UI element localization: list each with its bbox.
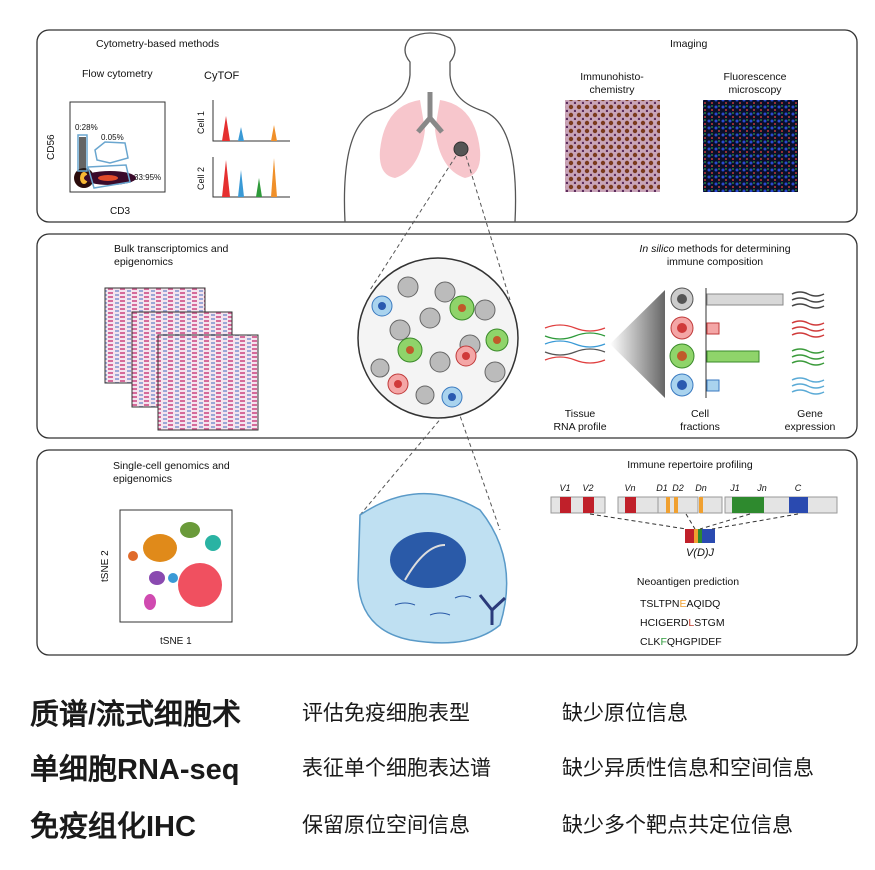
cytometry-title: Cytometry-based methods (96, 38, 219, 50)
flow-ylabel: CD56 (46, 134, 57, 160)
vdj-label: V(D)J (686, 547, 715, 559)
gate-label: 33:95% (134, 173, 161, 182)
cell-fraction-bars (706, 293, 784, 392)
peptide-list: TSLTPNEAQIDQ HCIGERDLSTGM CLKFQHGPIDEF (640, 598, 725, 648)
summary-con: 缺少多个靶点共定位信息 (562, 814, 793, 837)
insilico-title: In silico methods for determining (639, 243, 790, 255)
gene-expression-label: Gene (797, 408, 823, 420)
gene-expression-lines (791, 291, 825, 395)
ihc-label: chemistry (590, 84, 636, 96)
cell2-label: Cell 2 (196, 167, 206, 190)
summary-con: 缺少原位信息 (562, 702, 688, 725)
summary-method: 免疫组化IHC (30, 811, 196, 843)
segment-label: Vn (624, 483, 635, 493)
fluor-label: microscopy (728, 84, 782, 96)
tsne-xlabel: tSNE 1 (160, 636, 192, 647)
zoom-lines (359, 155, 511, 531)
summary-method: 质谱/流式细胞术 (30, 699, 242, 731)
cytof-title: CyTOF (204, 70, 240, 82)
gate-label: 0.05% (101, 133, 124, 142)
bulk-title: Bulk transcriptomics and (114, 243, 229, 255)
segment-label: D2 (672, 483, 684, 493)
fraction-bar (706, 350, 760, 363)
cell-fraction-icons (669, 287, 707, 398)
segment-label: Dn (695, 483, 707, 493)
summary-row: 免疫组化IHC 保留原位空间信息 缺少多个靶点共定位信息 (0, 797, 875, 847)
segment-label: V1 (559, 483, 570, 493)
cell1-label: Cell 1 (196, 111, 206, 134)
fraction-bar (706, 293, 784, 306)
summary-pro: 表征单个细胞表达谱 (302, 757, 491, 780)
segment-label: Jn (756, 483, 767, 493)
imaging-title: Imaging (670, 38, 708, 50)
cytof-plot: Cell 1 Cell 2 (196, 100, 290, 198)
segment-label: D1 (656, 483, 668, 493)
neoantigen-title: Neoantigen prediction (637, 576, 739, 588)
summary-row: 质谱/流式细胞术 评估免疫细胞表型 缺少原位信息 (0, 685, 875, 735)
flow-xlabel: CD3 (110, 206, 130, 217)
human-torso-illustration (343, 32, 517, 223)
panel-cytometry-imaging (36, 29, 858, 223)
summary-pro: 保留原位空间信息 (302, 814, 470, 837)
segment-label: C (795, 483, 802, 493)
fluor-label: Fluorescence (723, 71, 786, 83)
flow-title: Flow cytometry (82, 68, 153, 80)
ihc-image (565, 100, 660, 192)
flow-plot: 0:28% 0.05% 33:95% CD56 CD3 (46, 101, 166, 217)
peptide-sequence: HCIGERDLSTGM (640, 617, 725, 629)
tissue-label: RNA profile (553, 421, 606, 433)
segment-labels: V1 V2 Vn D1 D2 Dn J1 Jn C (559, 483, 801, 493)
fluorescence-image (703, 100, 798, 192)
gene-expression-label: expression (785, 421, 836, 433)
panel-bulk-insilico (36, 233, 858, 439)
peptide-sequence: CLKFQHGPIDEF (640, 636, 722, 648)
tsne-plot: tSNE 2 tSNE 1 (100, 509, 233, 647)
fractions-label: fractions (680, 421, 720, 433)
fractions-label: Cell (691, 408, 709, 420)
single-cell-illustration (357, 493, 508, 644)
singlecell-title: Single-cell genomics and (113, 460, 230, 472)
segment-label: V2 (582, 483, 593, 493)
bulk-title: epigenomics (114, 256, 173, 268)
ihc-label: Immunohisto- (580, 71, 644, 83)
rna-profile-lines (544, 324, 606, 364)
peptide-sequence: TSLTPNEAQIDQ (640, 598, 720, 610)
panel-singlecell-repertoire (36, 449, 858, 656)
deconvolution-triangle (610, 290, 665, 398)
tissue-label: Tissue (565, 408, 596, 420)
summary-row: 单细胞RNA-seq 表征单个细胞表达谱 缺少异质性信息和空间信息 (0, 740, 875, 790)
heatmap-stack (104, 287, 259, 431)
gate-label: 0:28% (75, 123, 98, 132)
gene-segments (550, 496, 838, 543)
summary-method: 单细胞RNA-seq (30, 754, 240, 786)
fraction-bar (706, 322, 720, 335)
repertoire-title: Immune repertoire profiling (627, 459, 753, 471)
insilico-title: immune composition (667, 256, 763, 268)
summary-pro: 评估免疫细胞表型 (302, 702, 470, 725)
singlecell-title: epigenomics (113, 473, 172, 485)
tissue-circle (357, 257, 519, 419)
summary-con: 缺少异质性信息和空间信息 (562, 757, 814, 780)
fraction-bar (706, 379, 720, 392)
tsne-ylabel: tSNE 2 (100, 550, 111, 582)
segment-label: J1 (729, 483, 740, 493)
